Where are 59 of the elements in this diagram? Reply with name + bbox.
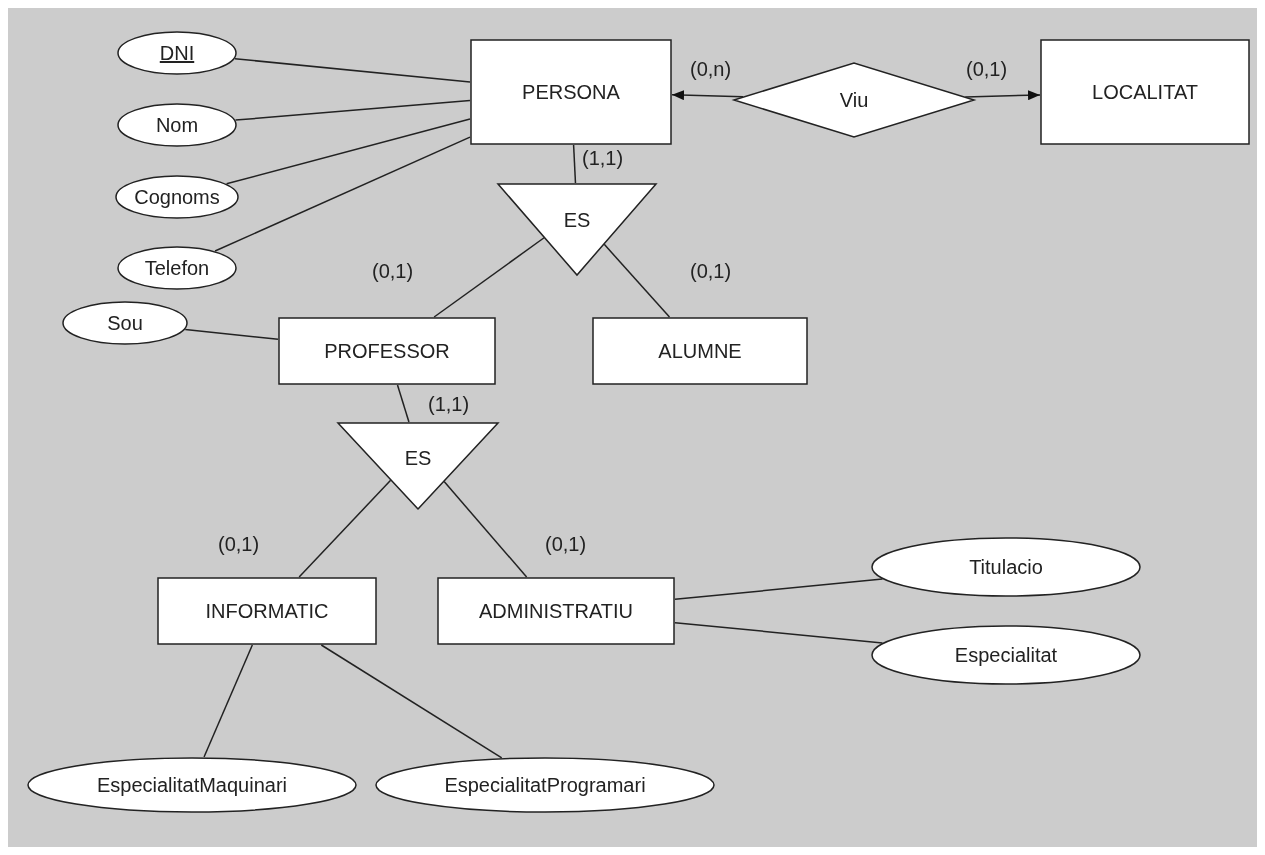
attribute-name: Sou <box>107 311 143 335</box>
entity-name: LOCALITAT <box>1092 80 1198 104</box>
cardinality-label: (1,1) <box>582 147 624 169</box>
attribute-ellipse <box>62 301 188 345</box>
attribute-ellipse <box>117 103 237 147</box>
entity-box <box>470 39 672 145</box>
isa-label: ES <box>563 209 591 233</box>
connector-line <box>184 328 279 341</box>
connector-line <box>674 621 884 644</box>
isa-triangle <box>497 183 657 276</box>
entity-box <box>592 317 808 385</box>
attribute-name: Cognoms <box>134 185 220 209</box>
cardinality-label: (0,n) <box>690 58 732 80</box>
connector-line <box>671 90 744 101</box>
entity-box <box>437 577 675 645</box>
cardinality-label: (0,1) <box>966 58 1008 80</box>
attribute-name: EspecialitatMaquinari <box>96 773 288 797</box>
connector-line <box>234 99 471 121</box>
entity-name: PROFESSOR <box>324 339 450 363</box>
entity-name: PERSONA <box>522 80 620 104</box>
connector-line <box>433 237 545 318</box>
attribute-ellipse <box>871 537 1141 597</box>
attribute-name: Telefon <box>144 256 210 280</box>
cardinality-label: (1,1) <box>428 393 470 415</box>
connector-line <box>320 644 503 759</box>
connector-line <box>603 243 671 318</box>
isa-triangle <box>337 422 499 510</box>
connector-line <box>225 118 471 185</box>
entity-name: ADMINISTRATIU <box>478 599 634 623</box>
connector-line <box>203 644 254 758</box>
connector-line <box>298 479 392 578</box>
entity-box <box>157 577 377 645</box>
attribute-ellipse <box>117 31 237 75</box>
connector-line <box>214 136 471 252</box>
attribute-name: Nom <box>155 113 199 137</box>
entity-box <box>278 317 496 385</box>
attribute-name: DNI <box>159 41 195 65</box>
cardinality-label: (0,1) <box>372 260 414 282</box>
attribute-name: EspecialitatProgramari <box>444 773 646 797</box>
cardinality-label: (0,1) <box>690 260 732 282</box>
attribute-ellipse <box>375 757 715 813</box>
attribute-ellipse <box>871 625 1141 685</box>
attribute-ellipse <box>117 246 237 290</box>
connector-line <box>443 480 528 578</box>
connector-line <box>572 144 577 184</box>
connector-line <box>674 578 884 601</box>
cardinality-label: (0,1) <box>545 533 587 555</box>
connector-line <box>396 384 410 423</box>
attribute-ellipse <box>27 757 357 813</box>
attribute-name: Especialitat <box>954 643 1058 667</box>
connector-line <box>234 58 471 83</box>
relationship-name: Viu <box>839 88 869 112</box>
cardinality-label: (0,1) <box>218 533 260 555</box>
entity-name: ALUMNE <box>658 339 742 363</box>
entity-box <box>1040 39 1250 145</box>
attribute-name: Titulacio <box>969 555 1043 579</box>
attribute-ellipse <box>115 175 239 219</box>
isa-label: ES <box>404 446 432 470</box>
entity-name: INFORMATIC <box>205 599 329 623</box>
